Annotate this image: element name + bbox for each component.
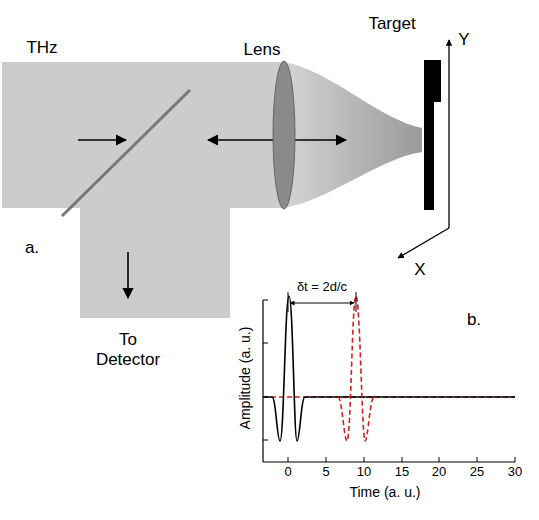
lens (273, 61, 295, 209)
axis-label: Y (458, 30, 469, 50)
beam-arrow (78, 139, 126, 141)
tick-label: 0 (284, 465, 291, 480)
beam-arrow (127, 252, 129, 298)
axis-arrow (448, 40, 449, 228)
axis-title: Amplitude (a. u.) (237, 327, 253, 430)
beam-splitter (62, 90, 190, 216)
delay-label: δt = 2d/c (297, 280, 347, 295)
tick-label: 30 (508, 465, 522, 480)
panel-label: a. (25, 238, 39, 258)
tick-label: 20 (432, 465, 446, 480)
tick-label: 5 (322, 465, 329, 480)
beam-label: THz (26, 38, 57, 58)
focused-beam (284, 62, 422, 208)
panel-label: b. (467, 310, 481, 330)
chart (263, 292, 515, 462)
tick-label: 25 (470, 465, 484, 480)
tick-label: 15 (395, 465, 409, 480)
part-label: Target (368, 14, 415, 34)
reference-pulse (263, 296, 515, 441)
axis-label: X (414, 260, 425, 280)
axis-arrow (398, 228, 449, 258)
beam-label: To Detector (88, 330, 168, 369)
target (432, 60, 441, 102)
part-label: Lens (244, 40, 281, 60)
reflected-pulse (338, 296, 374, 441)
axis-title: Time (a. u.) (349, 484, 420, 500)
detector-beam (80, 205, 230, 318)
tick-label: 10 (357, 465, 371, 480)
